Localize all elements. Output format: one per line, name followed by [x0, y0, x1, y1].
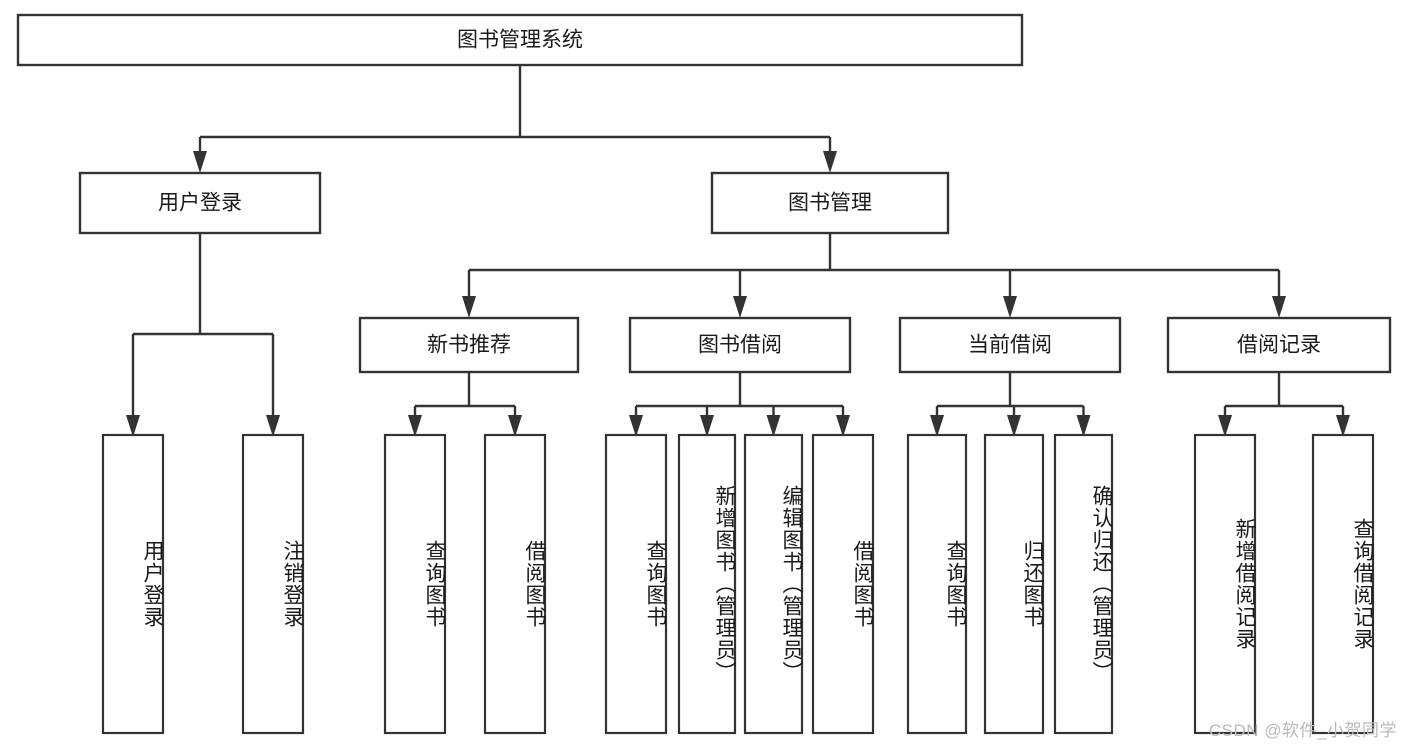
arrow-head-icon-new-book-recommend: [462, 296, 476, 318]
arrow-head-icon-leaf-user-login: [126, 415, 140, 437]
node-current-borrow-box[interactable]: [898, 316, 1122, 374]
node-book-management-label: 图书管理: [788, 192, 872, 215]
node-leaf-confirm-return-admin-box[interactable]: [1053, 433, 1114, 735]
arrow-head-icon-borrow-records: [1272, 296, 1286, 318]
node-leaf-query-books-rec-box[interactable]: [383, 433, 447, 735]
node-leaf-logout-box[interactable]: [241, 433, 305, 735]
box-layer: [16, 13, 1392, 735]
node-borrow-records-label: 借阅记录: [1237, 334, 1321, 357]
arrow-head-icon-leaf-return-books: [1007, 415, 1021, 437]
arrow-head-icon-leaf-logout: [266, 415, 280, 437]
node-leaf-add-borrow-record-box[interactable]: [1193, 433, 1257, 735]
arrow-head-icon-leaf-confirm-return-admin: [1076, 415, 1091, 437]
node-root-box[interactable]: [16, 13, 1024, 67]
arrow-head-icon-leaf-query-books-borrow: [629, 415, 643, 437]
node-new-book-recommend-box[interactable]: [358, 316, 580, 374]
arrow-head-icon-leaf-add-borrow-record: [1218, 415, 1232, 437]
node-user-login-box[interactable]: [78, 171, 322, 235]
node-leaf-user-login-box[interactable]: [101, 433, 165, 735]
arrow-head-icon-leaf-query-books-current: [930, 415, 944, 437]
arrow-head-icon-leaf-borrow-books-rec: [508, 415, 522, 437]
arrow-head-icon-current-borrow: [1003, 296, 1017, 318]
node-leaf-add-book-admin-box[interactable]: [677, 433, 737, 735]
node-leaf-return-books-box[interactable]: [983, 433, 1045, 735]
arrow-head-icon-leaf-query-borrow-record: [1336, 415, 1350, 437]
node-root-label: 图书管理系统: [457, 29, 583, 52]
node-user-login-label: 用户登录: [158, 192, 242, 215]
arrow-head-icon-user-login: [193, 151, 207, 173]
node-book-borrow-box[interactable]: [628, 316, 852, 374]
arrow-head-icon-leaf-query-books-rec: [408, 415, 422, 437]
node-book-management-box[interactable]: [710, 171, 950, 235]
node-leaf-query-books-current-box[interactable]: [906, 433, 968, 735]
node-leaf-borrow-books-rec-box[interactable]: [483, 433, 547, 735]
arrow-head-icon-book-borrow: [733, 296, 747, 318]
arrow-head-icon-book-management: [823, 151, 837, 173]
arrow-head-icon-leaf-add-book-admin: [700, 415, 714, 437]
arrow-head-icon-leaf-edit-book-admin: [766, 415, 781, 437]
node-leaf-query-borrow-record-box[interactable]: [1311, 433, 1375, 735]
node-leaf-borrow-books-borrow-box[interactable]: [811, 433, 875, 735]
node-borrow-records-box[interactable]: [1166, 316, 1392, 374]
node-new-book-recommend-label: 新书推荐: [427, 334, 511, 357]
node-current-borrow-label: 当前借阅: [968, 334, 1052, 357]
arrow-head-icon-leaf-borrow-books-borrow: [836, 415, 850, 437]
node-book-borrow-label: 图书借阅: [698, 334, 782, 357]
csdn-watermark: CSDN @软件_小贺同学: [1208, 721, 1397, 740]
connector-layer: [126, 65, 1350, 437]
node-leaf-edit-book-admin-box[interactable]: [743, 433, 804, 735]
node-leaf-query-books-borrow-box[interactable]: [604, 433, 668, 735]
